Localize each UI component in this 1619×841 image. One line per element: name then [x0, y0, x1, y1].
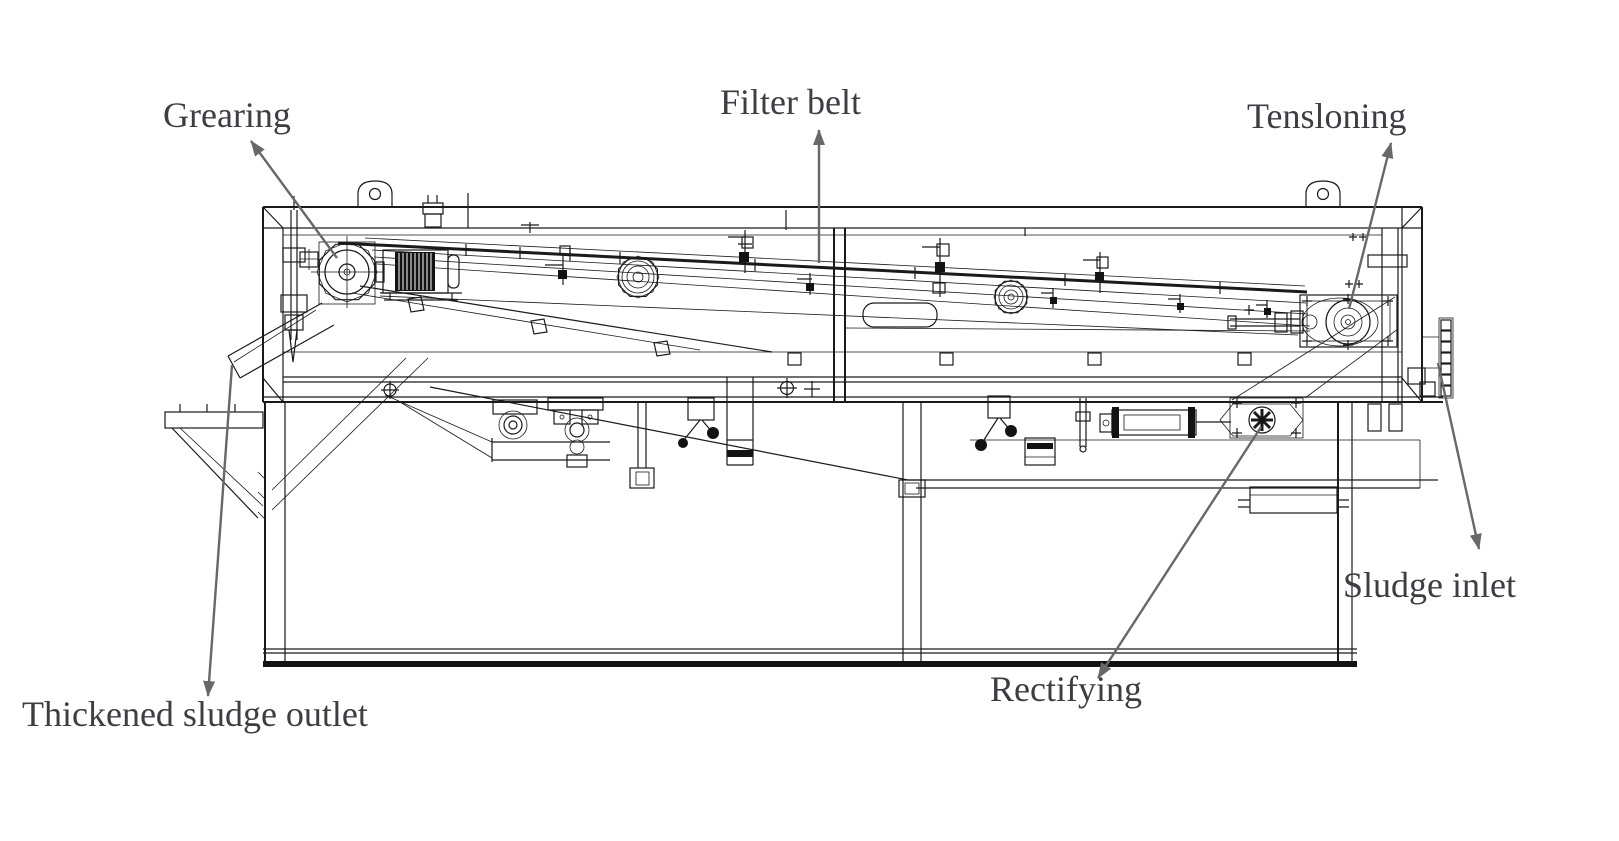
- side-shelf-bracket: [164, 404, 264, 519]
- label-sludge-inlet: Sludge inlet: [1343, 565, 1516, 605]
- belt-scraper-brackets: [545, 230, 1271, 318]
- leader-tensioning: [1347, 142, 1394, 310]
- label-tensioning: Tensloning: [1247, 96, 1406, 136]
- upper-frame: [262, 180, 1443, 403]
- leader-gearing: [250, 140, 338, 259]
- label-gearing: Grearing: [163, 95, 291, 135]
- label-filter-belt: Filter belt: [720, 82, 861, 122]
- bearing-unit-1: [492, 399, 538, 440]
- discharge-chute: [227, 302, 429, 521]
- roller-mid-left: [616, 255, 660, 299]
- tensioning-unit: [1227, 233, 1408, 401]
- bearing-unit-2: [547, 397, 604, 468]
- support-foot-left: [726, 377, 754, 466]
- roller-mid-right: [993, 279, 1029, 315]
- hanging-bracket: [1238, 486, 1349, 514]
- leader-thickened-outlet: [203, 364, 234, 697]
- sludge-inlet-assembly: [1367, 317, 1454, 432]
- spray-pipe-assembly: [280, 196, 308, 363]
- drive-unit: [280, 196, 462, 363]
- label-rectifying: Rectifying: [990, 669, 1142, 709]
- inlet-pipe-stub: [1388, 403, 1403, 432]
- leader-arrows: [203, 129, 1482, 697]
- leader-rectifying: [1096, 426, 1263, 679]
- lifting-lug-right: [1305, 180, 1341, 207]
- leader-sludge-inlet: [1436, 362, 1482, 550]
- filter-belt-lines: [337, 237, 1311, 336]
- support-foot-right: [1024, 437, 1056, 466]
- drainage-trays: [351, 285, 1438, 489]
- label-thickened-sludge-outlet: Thickened sludge outlet: [22, 694, 368, 734]
- lower-frame: [164, 377, 1357, 667]
- spray-arm: [975, 395, 1017, 451]
- rectifying-unit: [1099, 397, 1304, 439]
- datum-marks: [381, 378, 820, 399]
- belt-guide-linkage: [678, 397, 719, 448]
- lower-roller-units: [492, 395, 1091, 468]
- belt-rollers: [616, 255, 1029, 315]
- lifting-lug-left: [357, 180, 393, 207]
- inlet-pipe-stub: [1367, 403, 1382, 432]
- labels: Grearing Filter belt Tensloning Sludge i…: [22, 82, 1516, 734]
- sensor-rod: [1075, 398, 1091, 453]
- deck-slot: [862, 302, 938, 328]
